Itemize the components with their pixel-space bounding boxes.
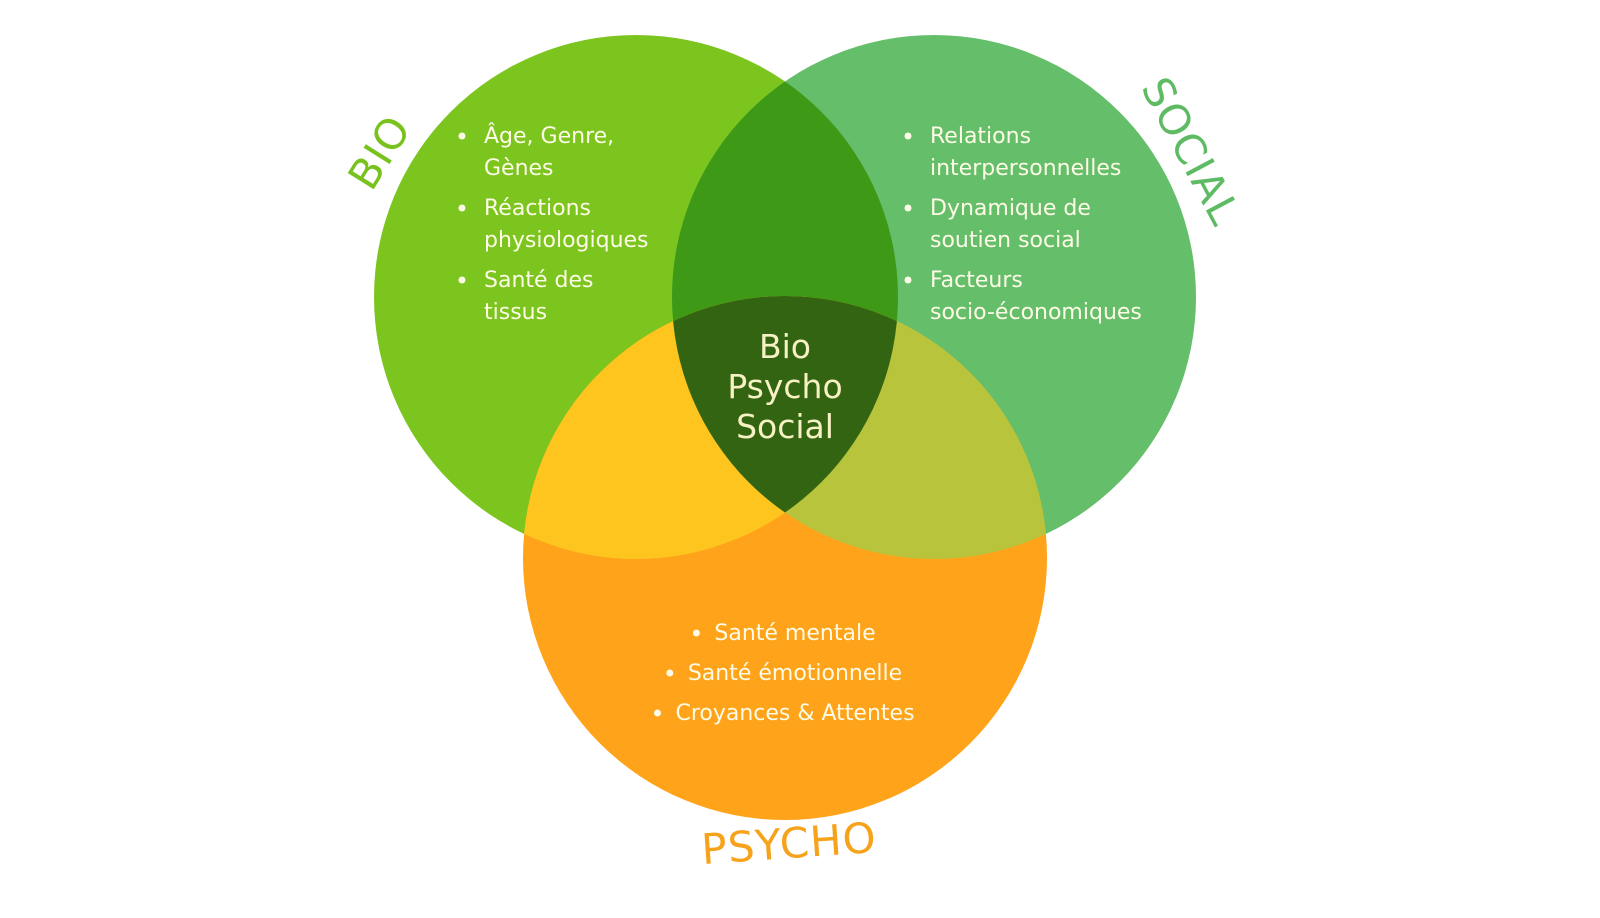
bullet-dot bbox=[904, 132, 912, 140]
factor-text: Dynamique de bbox=[930, 196, 1091, 221]
psycho-factor-item: Santé mentale bbox=[692, 621, 876, 646]
bullet-dot bbox=[458, 132, 466, 140]
center-label-line: Psycho bbox=[727, 367, 842, 406]
bullet-dot bbox=[458, 204, 466, 212]
bullet-dot bbox=[458, 276, 466, 284]
psycho-factor-item: Santé émotionnelle bbox=[666, 661, 902, 686]
social-factor-item: Dynamique de soutien social bbox=[904, 196, 1091, 253]
factor-text: Santé émotionnelle bbox=[688, 661, 902, 686]
bullet-dot bbox=[692, 629, 700, 637]
factor-text: Santé mentale bbox=[714, 621, 875, 646]
social-factor-item: Facteurs socio-économiques bbox=[904, 268, 1142, 325]
bullet-dot bbox=[904, 276, 912, 284]
bullet-dot bbox=[666, 669, 674, 677]
factor-text: soutien social bbox=[930, 228, 1081, 253]
factor-text: tissus bbox=[484, 300, 547, 325]
factor-text: socio-économiques bbox=[930, 300, 1142, 325]
bullet-dot bbox=[653, 709, 661, 717]
bio-factor-item: Réactions physiologiques bbox=[458, 196, 649, 253]
social-factor-item: Relations interpersonnelles bbox=[904, 124, 1121, 181]
factor-text: Gènes bbox=[484, 156, 554, 181]
bio-factor-item: Santé des tissus bbox=[458, 268, 594, 325]
factor-text: Âge, Genre, bbox=[484, 123, 614, 149]
psycho-label: PSYCHO bbox=[700, 813, 878, 874]
bio-factor-item: Âge, Genre, Gènes bbox=[458, 123, 614, 181]
factor-text: Croyances & Attentes bbox=[675, 701, 914, 726]
factor-text: physiologiques bbox=[484, 228, 649, 253]
factor-text: Réactions bbox=[484, 196, 591, 221]
factor-text: Santé des bbox=[484, 268, 594, 293]
center-label-line: Bio bbox=[759, 327, 811, 366]
factor-text: Facteurs bbox=[930, 268, 1023, 293]
bullet-dot bbox=[904, 204, 912, 212]
psycho-factor-item: Croyances & Attentes bbox=[653, 701, 915, 726]
factor-text: interpersonnelles bbox=[930, 156, 1121, 181]
center-label-line: Social bbox=[736, 407, 834, 446]
factor-text: Relations bbox=[930, 124, 1031, 149]
